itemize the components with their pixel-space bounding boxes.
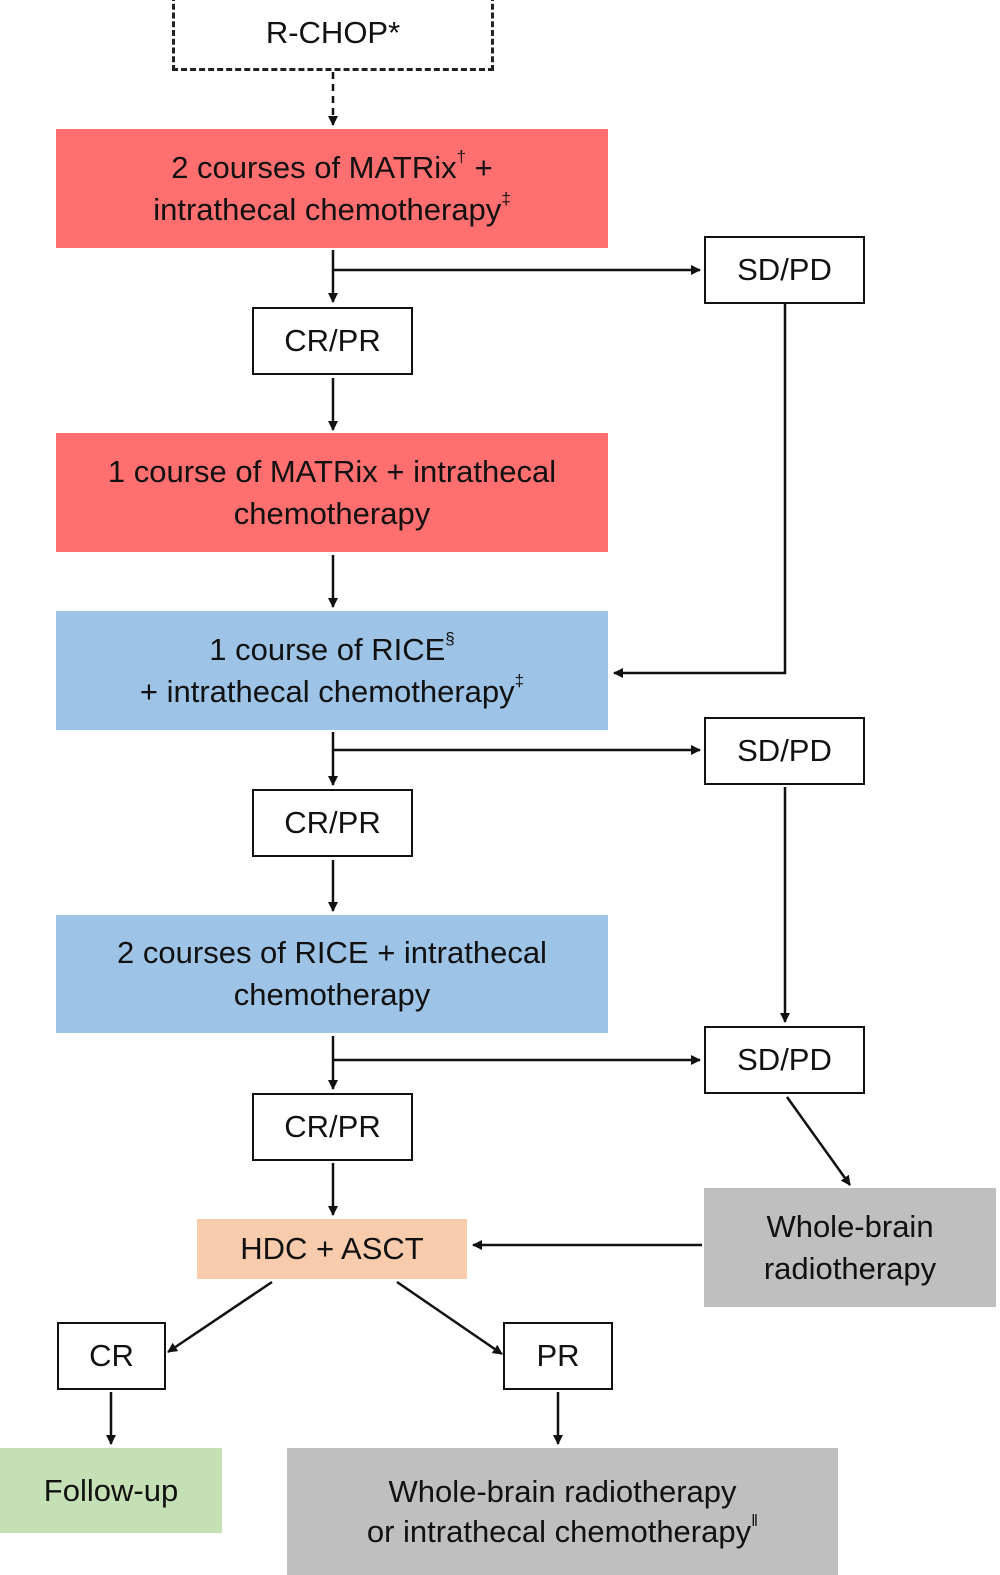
arrow-hdc-to-cr <box>167 1280 273 1354</box>
label: chemotherapy <box>233 495 431 531</box>
label: Whole-brain radiotherapy <box>388 1473 737 1509</box>
label: intrathecal chemotherapy <box>153 191 502 227</box>
node-whole-brain-radiotherapy: Whole-brain radiotherapy <box>704 1188 996 1307</box>
label: CR <box>89 1338 134 1373</box>
node-crpr-3: CR/PR <box>252 1093 413 1161</box>
node-rice-1-course: 1 course of RICE§ + intrathecal chemothe… <box>56 611 608 730</box>
node-pr: PR <box>503 1322 613 1390</box>
label: + intrathecal chemotherapy <box>139 673 515 709</box>
node-rice-2-courses: 2 courses of RICE + intrathecal chemothe… <box>56 915 608 1033</box>
line2: or intrathecal chemotherapy‖ <box>367 1512 758 1552</box>
label: chemotherapy <box>233 977 431 1012</box>
node-follow-up: Follow-up <box>0 1448 222 1533</box>
node-sdpd-2: SD/PD <box>704 717 865 785</box>
node-hdc-asct: HDC + ASCT <box>197 1219 467 1279</box>
label: HDC + ASCT <box>240 1231 424 1266</box>
label: SD/PD <box>737 252 832 287</box>
label: 1 course of MATRix + intrathecal <box>107 453 557 489</box>
arrow-sdpd1-to-rice1 <box>613 304 787 678</box>
label: 2 courses of MATRix <box>171 149 457 185</box>
label: SD/PD <box>737 733 832 768</box>
label: CR/PR <box>284 1109 381 1144</box>
label: PR <box>536 1338 580 1373</box>
label: CR/PR <box>284 323 381 358</box>
node-sdpd-3: SD/PD <box>704 1026 865 1094</box>
label: + <box>466 149 493 185</box>
node-final-therapy: Whole-brain radiotherapy or intrathecal … <box>287 1448 838 1575</box>
line2: intrathecal chemotherapy‡ <box>153 189 511 231</box>
footnote-mark: ‡ <box>501 189 511 209</box>
arrow-sdpd3-to-wbrt <box>785 1096 852 1186</box>
footnote-mark: § <box>445 629 455 649</box>
line1: 1 course of RICE§ <box>209 629 455 671</box>
node-sdpd-1: SD/PD <box>704 236 865 304</box>
label: CR/PR <box>284 805 381 840</box>
node-cr: CR <box>57 1322 166 1390</box>
label: SD/PD <box>737 1042 832 1077</box>
node-matrix-2-courses: 2 courses of MATRix† + intrathecal chemo… <box>56 129 608 248</box>
label: 2 courses of RICE + intrathecal <box>117 935 547 970</box>
node-matrix-1-course: 1 course of MATRix + intrathecal chemoth… <box>56 433 608 552</box>
line2: + intrathecal chemotherapy‡ <box>140 671 524 713</box>
footnote-mark: † <box>456 147 467 167</box>
node-rchop: R-CHOP* <box>172 0 494 71</box>
label: Follow-up <box>43 1472 179 1508</box>
node-crpr-1: CR/PR <box>252 307 413 375</box>
footnote-mark: ‖ <box>751 1511 759 1531</box>
footnote-mark: ‡ <box>514 671 525 691</box>
node-rchop-label: R-CHOP* <box>265 15 401 50</box>
node-crpr-2: CR/PR <box>252 789 413 857</box>
label: radiotherapy <box>763 1250 937 1286</box>
label: or intrathecal chemotherapy <box>366 1513 752 1549</box>
label: 1 course of RICE <box>209 631 446 667</box>
label: Whole-brain <box>766 1208 934 1244</box>
arrow-hdc-to-pr <box>396 1280 503 1356</box>
line1: 2 courses of MATRix† + <box>171 147 493 189</box>
